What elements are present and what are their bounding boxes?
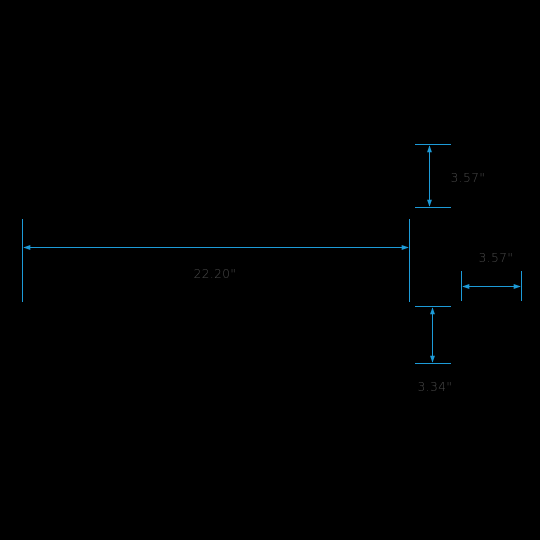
length-dimension: 22.20" bbox=[22, 219, 410, 302]
side-width-dimension: 3.57" bbox=[461, 251, 522, 301]
top-height-label: 3.57" bbox=[451, 171, 486, 185]
side-width-label: 3.57" bbox=[479, 251, 514, 265]
bottom-height-dimension: 3.34" bbox=[415, 306, 453, 394]
bottom-height-label: 3.34" bbox=[418, 380, 453, 394]
length-label: 22.20" bbox=[194, 267, 237, 281]
top-height-dimension: 3.57" bbox=[415, 144, 486, 208]
